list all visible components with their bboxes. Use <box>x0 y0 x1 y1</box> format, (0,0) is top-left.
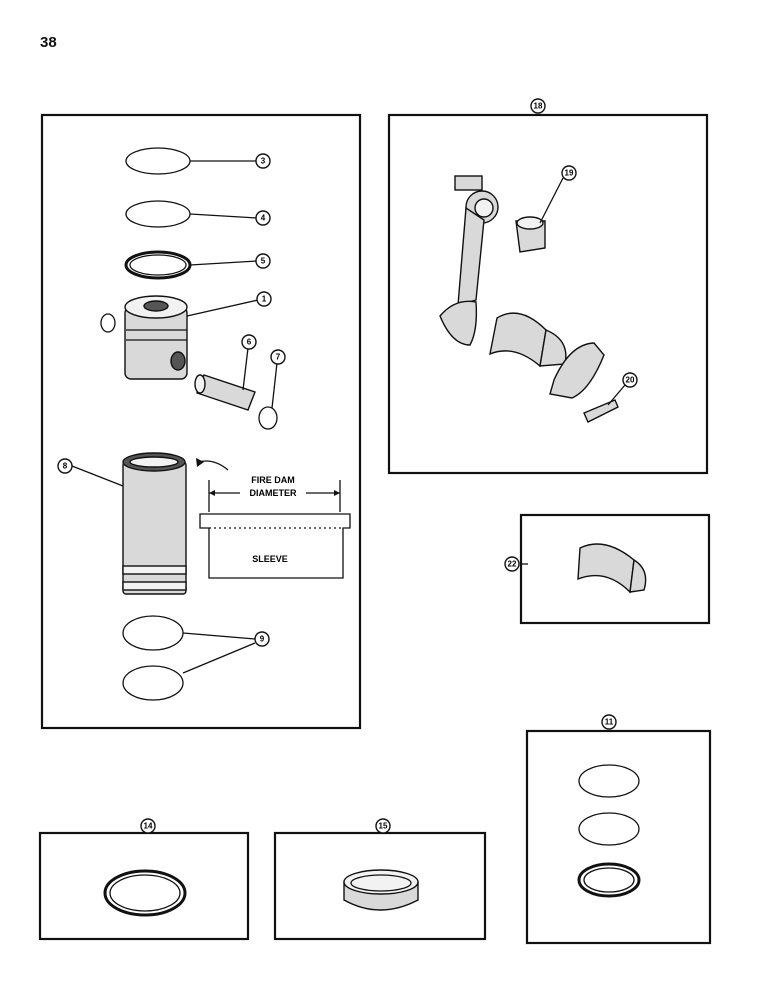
callout-19: 19 <box>561 165 577 181</box>
callout-20-text: 20 <box>626 376 635 385</box>
diameter-label: DIAMETER <box>250 488 298 498</box>
connecting-rod-panel <box>387 113 709 475</box>
callout-11-text: 11 <box>605 718 614 727</box>
callout-22: 22 <box>504 556 520 572</box>
cylinder-sleeve <box>122 452 187 595</box>
piston-ring-5 <box>124 250 192 280</box>
callout-3: 3 <box>255 153 271 169</box>
rod-cap <box>549 342 605 399</box>
callout-7: 7 <box>270 349 286 365</box>
callout-3-text: 3 <box>261 157 266 166</box>
callout-5: 5 <box>255 253 271 269</box>
callout-15-text: 15 <box>379 822 388 831</box>
seal-ring-14 <box>103 869 187 917</box>
callout-1-text: 1 <box>262 295 267 304</box>
piston-ring-4 <box>125 200 191 228</box>
callout-19-text: 19 <box>565 169 574 178</box>
callout-9: 9 <box>254 631 270 647</box>
callout-20: 20 <box>622 372 638 388</box>
piston-pin <box>194 374 256 411</box>
piston-sleeve-panel <box>40 113 362 730</box>
snap-ring-left <box>100 313 116 333</box>
arrow-head <box>196 458 204 467</box>
callout-8: 8 <box>57 458 73 474</box>
callout-1: 1 <box>256 291 272 307</box>
callout-14-text: 14 <box>144 822 153 831</box>
callout-14: 14 <box>140 818 156 834</box>
callout-18: 18 <box>530 98 546 114</box>
main-bearing-panel <box>519 513 711 625</box>
ring-set-panel <box>525 729 712 945</box>
snap-ring-7 <box>258 406 278 430</box>
callout-7-text: 7 <box>276 353 281 362</box>
callout-18-text: 18 <box>534 102 543 111</box>
fire-dam-label: FIRE DAM <box>251 475 295 485</box>
callout-8-text: 8 <box>63 462 68 471</box>
o-rings <box>122 615 184 701</box>
callout-6: 6 <box>241 334 257 350</box>
callout-4: 4 <box>255 210 271 226</box>
rod-bushing <box>515 216 546 253</box>
connecting-rod <box>439 175 499 346</box>
piston-ring-3 <box>125 147 191 175</box>
callout-15: 15 <box>375 818 391 834</box>
main-bearing-shells <box>577 543 647 594</box>
sleeve-label: SLEEVE <box>252 554 288 564</box>
piston <box>124 295 188 380</box>
callout-22-text: 22 <box>508 560 517 569</box>
sleeve-insert-15 <box>343 869 419 911</box>
sleeve-cross-section <box>199 513 351 579</box>
rod-bearing-shells <box>489 312 567 368</box>
callout-5-text: 5 <box>261 257 266 266</box>
panel-14 <box>38 831 250 941</box>
rod-bolt <box>583 399 619 423</box>
callout-4-text: 4 <box>261 214 266 223</box>
callout-11: 11 <box>601 714 617 730</box>
callout-6-text: 6 <box>247 338 252 347</box>
ring-set <box>577 764 641 898</box>
callout-9-text: 9 <box>260 635 265 644</box>
page-number: 38 <box>40 34 57 51</box>
